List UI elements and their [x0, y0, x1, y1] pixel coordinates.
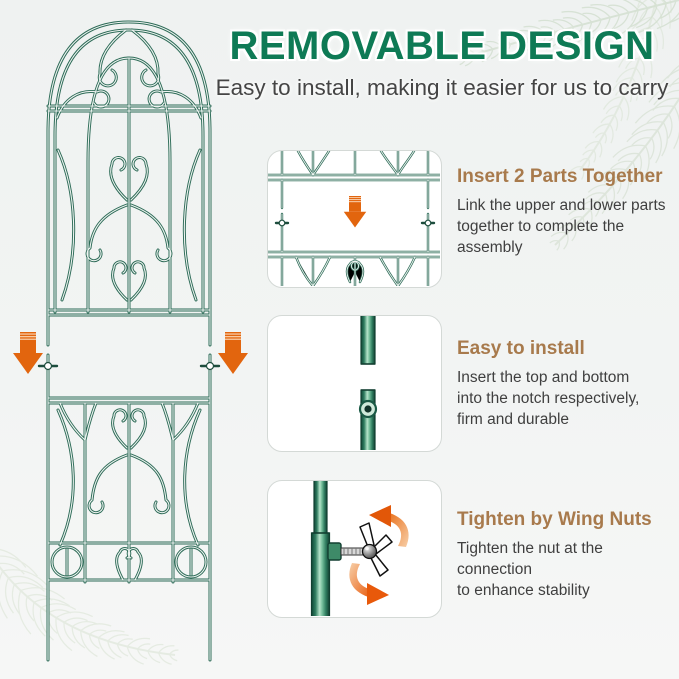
- down-arrow-icon: [218, 332, 248, 374]
- step-body: Insert the top and bottom into the notch…: [457, 369, 640, 428]
- step-body: Link the upper and lower parts together …: [457, 197, 666, 256]
- page-title: REMOVABLE DESIGN: [229, 24, 655, 68]
- connector-bolt-icon: [37, 361, 221, 371]
- step-heading: Tighten by Wing Nuts: [457, 509, 652, 530]
- trellis-illustration: [13, 20, 248, 662]
- step-body: Tighten the nut at the connection to enh…: [457, 540, 603, 599]
- step-illustration-card: [267, 480, 442, 618]
- wing-nut-icon: [359, 522, 393, 577]
- down-arrow-icon: [13, 332, 43, 374]
- header: REMOVABLE DESIGN Easy to install, making…: [205, 24, 679, 101]
- bolt-shaft: [340, 547, 365, 556]
- nut-block: [327, 542, 342, 561]
- connector-bolt-icon: [274, 219, 436, 227]
- wing-nut-illustration: [310, 481, 409, 616]
- down-arrow-icon: [343, 196, 367, 228]
- rotation-arrow-icon: [349, 505, 409, 605]
- step-text-block: Insert 2 Parts Together Link the upper a…: [457, 166, 675, 258]
- page-subtitle: Easy to install, making it easier for us…: [215, 75, 669, 100]
- notch-hole-icon: [358, 399, 378, 419]
- step-heading: Insert 2 Parts Together: [457, 166, 663, 187]
- step-text-block: Easy to install Insert the top and botto…: [457, 338, 675, 430]
- step-illustration-card: [267, 150, 442, 288]
- notch-illustration: [358, 316, 378, 450]
- step-text-block: Tighten by Wing Nuts Tighten the nut at …: [457, 509, 675, 601]
- two-parts-illustration: [268, 151, 440, 286]
- step-illustration-card: [267, 315, 442, 452]
- step-heading: Easy to install: [457, 338, 585, 359]
